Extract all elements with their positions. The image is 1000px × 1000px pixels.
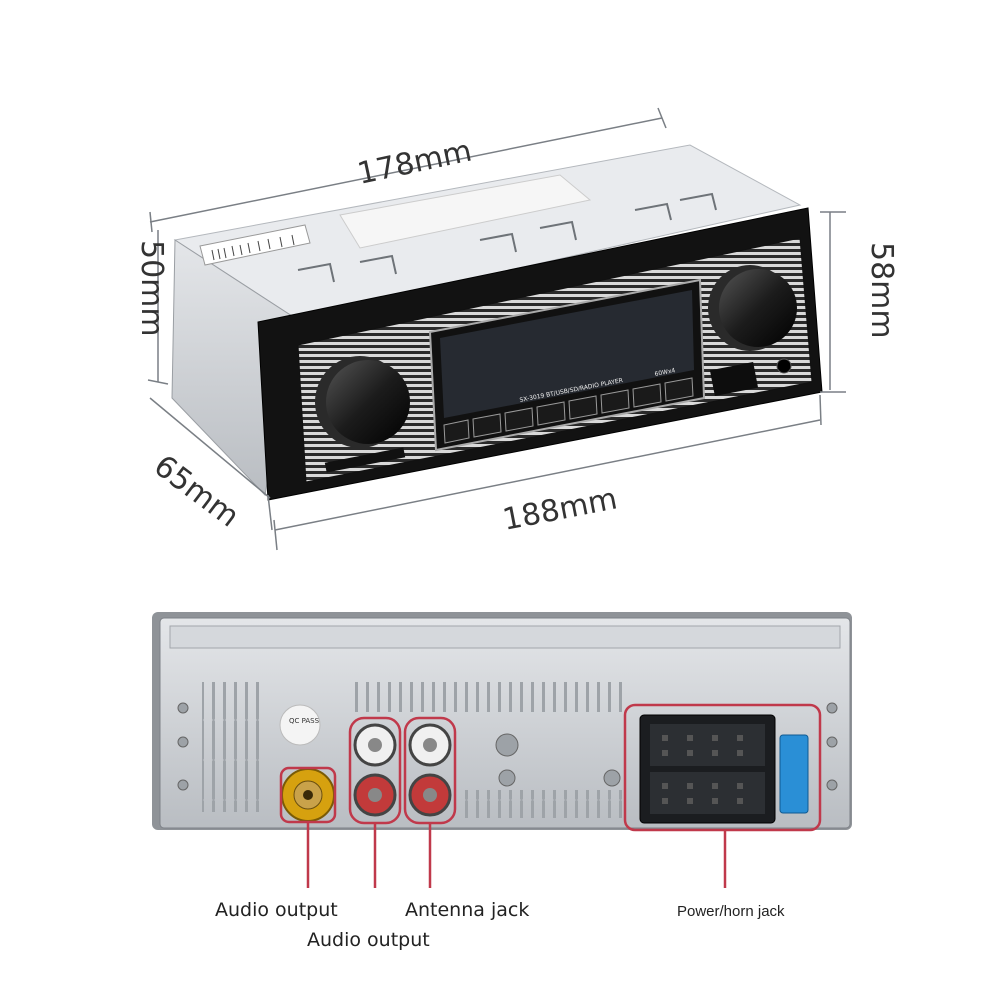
qc-pass-sticker [279,704,321,746]
rca-pair-right [408,723,452,817]
dimension-lines [147,107,846,551]
label-antenna-jack: Antenna jack [405,899,529,921]
aux-port[interactable] [776,358,792,374]
rca-pair-left [353,723,397,817]
button-4[interactable] [568,395,598,420]
callout-lines [306,822,727,888]
tuning-knob[interactable] [708,265,797,351]
qc-pass-label: QC PASS [289,717,320,725]
button-mode[interactable] [664,377,694,402]
button-3[interactable] [536,401,566,426]
dim-right-height: 58mm [864,242,899,339]
rear-ribs-low [460,790,630,818]
audio-output-rca-yellow [281,768,335,822]
dim-left-height: 50mm [134,240,169,337]
volume-knob[interactable] [315,356,410,448]
dim-bottom-width: 188mm [500,481,620,537]
top-sticker [339,174,592,249]
usb-port[interactable] [709,362,759,396]
lcd-display [440,290,694,418]
chassis-clips [297,192,717,283]
rear-ribs-left [202,682,262,812]
rear-top-rail [169,625,841,649]
front-buttons [443,377,694,444]
sd-slot[interactable] [324,447,406,473]
label-audio-output-2: Audio output [307,929,430,951]
label-audio-output-1: Audio output [215,899,338,921]
barcode [211,234,295,261]
button-6[interactable] [632,383,662,408]
fuse-blue [779,734,809,814]
label-power-horn-jack: Power/horn jack [677,903,785,920]
button-5[interactable] [600,389,630,414]
dim-top-width: 178mm [354,134,474,192]
button-aps[interactable] [443,419,470,444]
rear-ribs-mid [355,682,625,712]
dim-depth: 65mm [147,448,245,534]
power-text: 60Wx4 [654,367,676,378]
power-horn-connector [639,714,809,824]
button-2[interactable] [504,407,534,432]
radio-top-view: SX-3019 BT/USB/SD/RADIO PLAYER 60Wx4 [171,144,823,501]
rear-panel: QC PASS [152,612,852,888]
barcode-sticker [199,224,311,266]
screws [177,702,838,791]
button-1[interactable] [472,413,502,438]
